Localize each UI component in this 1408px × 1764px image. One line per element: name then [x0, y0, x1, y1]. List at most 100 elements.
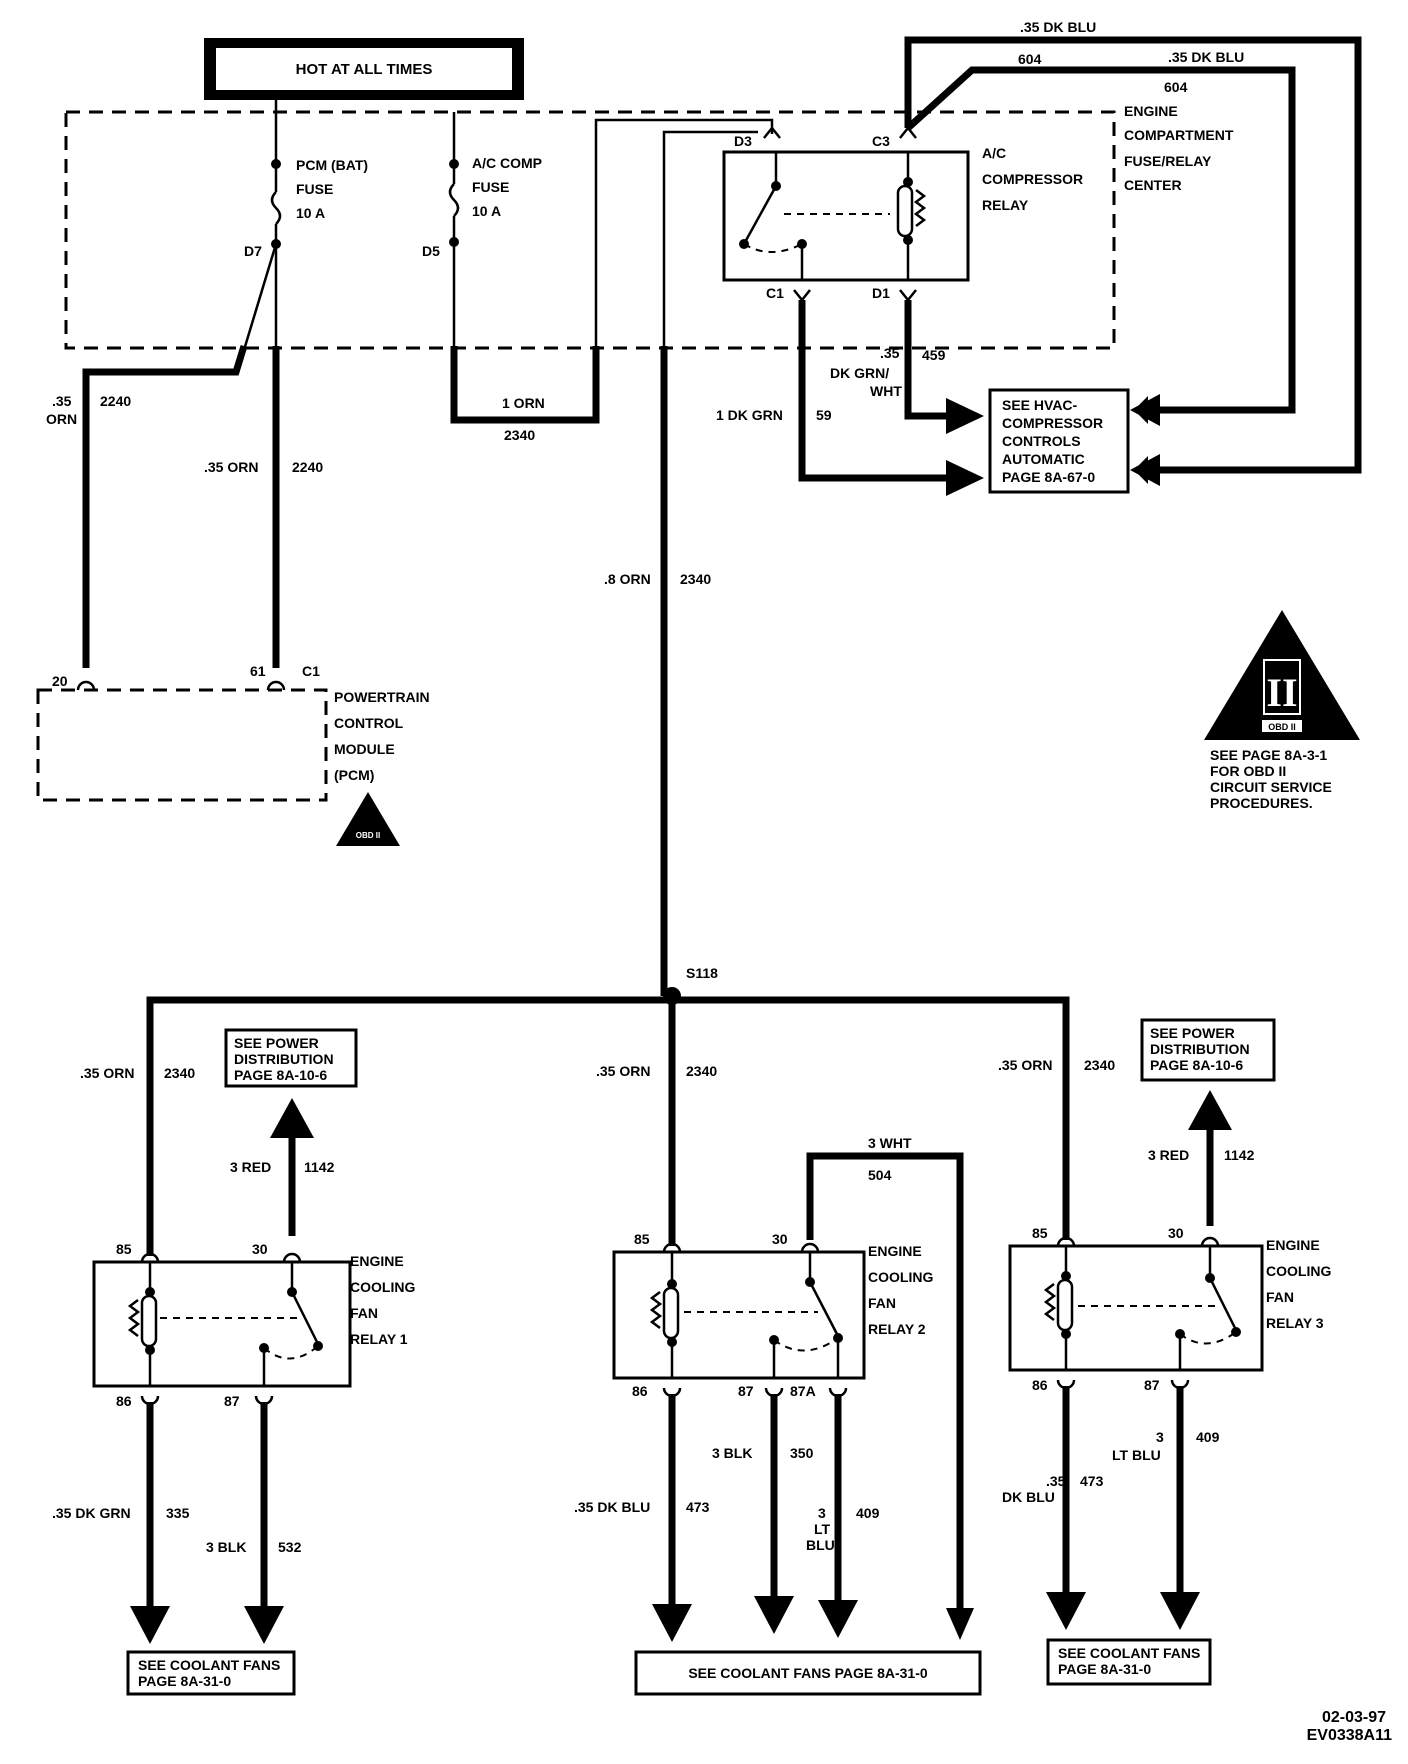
svg-text:COMPRESSOR: COMPRESSOR — [982, 171, 1083, 187]
ac-comp-fuse: A/C COMP FUSE 10 A D5 — [422, 112, 542, 350]
svg-text:87: 87 — [1144, 1377, 1160, 1393]
svg-text:FUSE/RELAY: FUSE/RELAY — [1124, 153, 1212, 169]
svg-text:2240: 2240 — [100, 393, 131, 409]
svg-text:.35 ORN: .35 ORN — [204, 459, 258, 475]
svg-text:ENGINE: ENGINE — [868, 1243, 922, 1259]
svg-text:85: 85 — [116, 1241, 132, 1257]
svg-text:604: 604 — [1164, 79, 1188, 95]
svg-text:87A: 87A — [790, 1383, 816, 1399]
obd-ii-note: SEE PAGE 8A-3-1 FOR OBD II CIRCUIT SERVI… — [1210, 747, 1332, 811]
svg-text:PAGE 8A-31-0: PAGE 8A-31-0 — [138, 1673, 231, 1689]
svg-text:2340: 2340 — [1084, 1057, 1115, 1073]
coolant-fans-reference-right: SEE COOLANT FANS PAGE 8A-31-0 — [1046, 1638, 1212, 1686]
engine-compartment-fuse-relay-center-label: ENGINE COMPARTMENT FUSE/RELAY CENTER — [1124, 103, 1234, 193]
svg-text:.35 ORN: .35 ORN — [596, 1063, 650, 1079]
svg-text:DISTRIBUTION: DISTRIBUTION — [234, 1051, 334, 1067]
svg-text:3 RED: 3 RED — [1148, 1147, 1189, 1163]
svg-text:86: 86 — [116, 1393, 132, 1409]
svg-text:.35 DK BLU: .35 DK BLU — [1168, 49, 1244, 65]
power-distribution-right: SEE POWER DISTRIBUTION PAGE 8A-10-6 — [1140, 1018, 1276, 1082]
svg-text:85: 85 — [1032, 1225, 1048, 1241]
engine-cooling-fan-relay-1: 85 30 86 87 ENGINE COOLING FAN RELAY 1 — [92, 1241, 415, 1409]
svg-text:.35: .35 — [1046, 1473, 1066, 1489]
svg-text:FOR OBD II: FOR OBD II — [1210, 763, 1286, 779]
svg-text:504: 504 — [868, 1167, 892, 1183]
hvac-compressor-controls-reference: SEE HVAC- COMPRESSOR CONTROLS AUTOMATIC … — [988, 388, 1130, 494]
coolant-fans-reference-left: SEE COOLANT FANS PAGE 8A-31-0 — [126, 1650, 296, 1696]
ac-compressor-relay: D3 C3 C1 D1 A/C COMPRESSOR RELAY — [722, 133, 1083, 301]
svg-text:CIRCUIT SERVICE: CIRCUIT SERVICE — [1210, 779, 1332, 795]
svg-text:1142: 1142 — [304, 1159, 335, 1175]
svg-text:3 BLK: 3 BLK — [206, 1539, 246, 1555]
svg-text:D3: D3 — [734, 133, 752, 149]
svg-text:3 BLK: 3 BLK — [712, 1445, 752, 1461]
svg-text:CENTER: CENTER — [1124, 177, 1182, 193]
svg-text:3 WHT: 3 WHT — [868, 1135, 912, 1151]
svg-text:87: 87 — [738, 1383, 754, 1399]
svg-text:335: 335 — [166, 1505, 190, 1521]
svg-text:SEE POWER: SEE POWER — [234, 1035, 319, 1051]
hot-at-all-times-label: HOT AT ALL TIMES — [296, 61, 433, 78]
svg-text:POWERTRAIN: POWERTRAIN — [334, 689, 430, 705]
svg-text:C3: C3 — [872, 133, 890, 149]
svg-text:473: 473 — [686, 1499, 710, 1515]
svg-text:2340: 2340 — [686, 1063, 717, 1079]
svg-text:WHT: WHT — [870, 383, 902, 399]
svg-text:MODULE: MODULE — [334, 741, 395, 757]
hot-at-all-times-box: HOT AT ALL TIMES — [204, 38, 524, 100]
svg-text:3: 3 — [818, 1505, 826, 1521]
svg-text:D7: D7 — [244, 243, 262, 259]
diagram-code: EV0338A11 — [1307, 1727, 1393, 1744]
svg-text:20: 20 — [52, 673, 68, 689]
svg-text:C1: C1 — [766, 285, 784, 301]
svg-text:RELAY 3: RELAY 3 — [1266, 1315, 1324, 1331]
svg-text:S118: S118 — [686, 965, 718, 981]
svg-text:FAN: FAN — [350, 1305, 378, 1321]
svg-text:FUSE: FUSE — [472, 179, 509, 195]
svg-text:C1: C1 — [302, 663, 320, 679]
svg-text:86: 86 — [1032, 1377, 1048, 1393]
svg-text:DK GRN/: DK GRN/ — [830, 365, 889, 381]
svg-text:61: 61 — [250, 663, 266, 679]
svg-text:532: 532 — [278, 1539, 302, 1555]
svg-text:CONTROLS: CONTROLS — [1002, 433, 1081, 449]
svg-text:FAN: FAN — [1266, 1289, 1294, 1305]
svg-text:2340: 2340 — [164, 1065, 195, 1081]
svg-text:473: 473 — [1080, 1473, 1104, 1489]
svg-text:1 ORN: 1 ORN — [502, 395, 545, 411]
svg-text:LT: LT — [814, 1521, 831, 1537]
svg-text:RELAY 1: RELAY 1 — [350, 1331, 408, 1347]
svg-text:.35 DK BLU: .35 DK BLU — [574, 1499, 650, 1515]
svg-text:85: 85 — [634, 1231, 650, 1247]
svg-text:PROCEDURES.: PROCEDURES. — [1210, 795, 1313, 811]
svg-text:1 DK GRN: 1 DK GRN — [716, 407, 783, 423]
svg-text:PCM (BAT): PCM (BAT) — [296, 157, 368, 173]
svg-text:OBD II: OBD II — [356, 831, 380, 840]
powertrain-control-module: 20 61 C1 POWERTRAIN CONTROL MODULE (PCM) — [36, 663, 430, 802]
svg-text:PAGE 8A-10-6: PAGE 8A-10-6 — [1150, 1057, 1243, 1073]
svg-text:COOLING: COOLING — [350, 1279, 415, 1295]
svg-text:86: 86 — [632, 1383, 648, 1399]
svg-text:604: 604 — [1018, 51, 1042, 67]
svg-text:30: 30 — [1168, 1225, 1184, 1241]
svg-text:COOLING: COOLING — [1266, 1263, 1331, 1279]
svg-text:SEE COOLANT FANS PAGE 8A-31-0: SEE COOLANT FANS PAGE 8A-31-0 — [688, 1665, 928, 1681]
diagram-date: 02-03-97 — [1322, 1709, 1386, 1726]
svg-text:2240: 2240 — [292, 459, 323, 475]
svg-text:FUSE: FUSE — [296, 181, 333, 197]
svg-text:OBD II: OBD II — [1268, 722, 1296, 732]
engine-cooling-fan-relay-2: 85 30 86 87 87A ENGINE COOLING FAN RELAY… — [612, 1231, 933, 1399]
svg-text:30: 30 — [252, 1241, 268, 1257]
svg-text:10 A: 10 A — [472, 203, 501, 219]
svg-text:DK BLU: DK BLU — [1002, 1489, 1055, 1505]
svg-text:A/C: A/C — [982, 145, 1006, 161]
engine-cooling-fan-relay-3: 85 30 86 87 ENGINE COOLING FAN RELAY 3 — [1008, 1225, 1331, 1393]
svg-text:409: 409 — [856, 1505, 880, 1521]
svg-text:PAGE 8A-10-6: PAGE 8A-10-6 — [234, 1067, 327, 1083]
pcm-bat-fuse: PCM (BAT) FUSE 10 A D7 — [242, 100, 368, 351]
svg-text:.35 DK BLU: .35 DK BLU — [1020, 19, 1096, 35]
svg-text:SEE HVAC-: SEE HVAC- — [1002, 397, 1078, 413]
svg-text:SEE COOLANT FANS: SEE COOLANT FANS — [1058, 1645, 1200, 1661]
svg-text:COMPARTMENT: COMPARTMENT — [1124, 127, 1234, 143]
